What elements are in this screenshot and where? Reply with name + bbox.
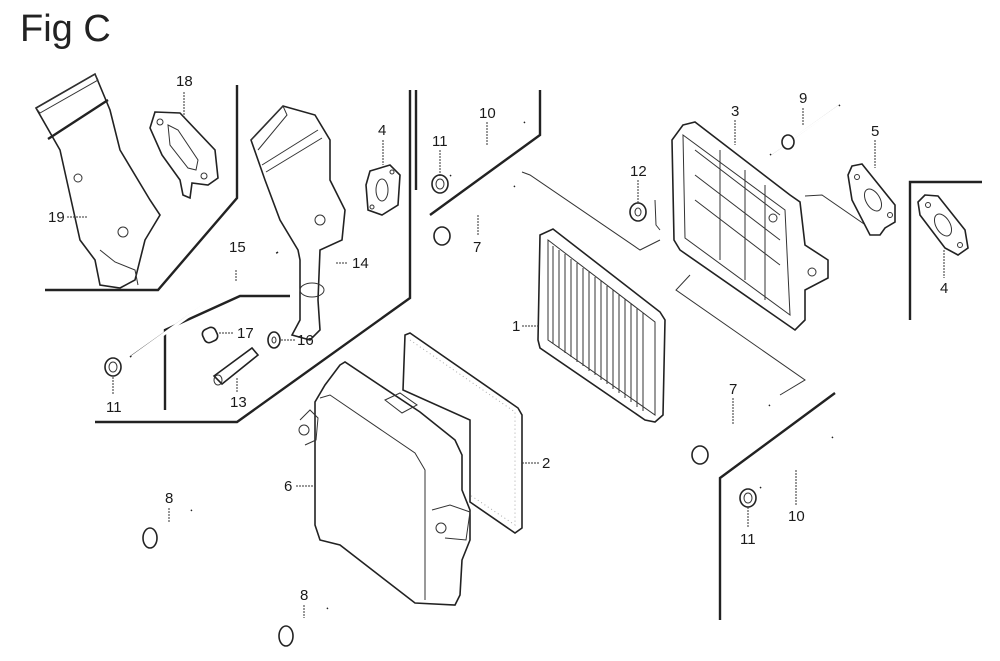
part-spacer-13[interactable] xyxy=(212,346,260,386)
part-gasket-5[interactable] xyxy=(847,163,896,236)
callout-15: 15 xyxy=(229,239,246,256)
callout-11-top: 11 xyxy=(432,133,448,150)
callout-7-bottom: 7 xyxy=(729,381,737,398)
callout-7-top: 7 xyxy=(473,239,481,256)
part-cover-6[interactable] xyxy=(298,361,471,606)
part-stud-10-bottom[interactable] xyxy=(759,436,834,489)
part-stud-15[interactable] xyxy=(129,251,279,359)
callout-8-bottom: 8 xyxy=(300,587,308,604)
callout-17: 17 xyxy=(237,325,254,342)
part-collar-17[interactable] xyxy=(201,326,220,345)
callout-8-left: 8 xyxy=(165,490,173,507)
part-intake-elbow-14[interactable] xyxy=(250,105,346,341)
part-gasket-4-center[interactable] xyxy=(365,164,401,216)
callout-5: 5 xyxy=(871,123,879,140)
callout-11-bottom: 11 xyxy=(740,531,756,548)
part-filter-element-1[interactable] xyxy=(537,228,666,423)
part-bolt-7-top[interactable] xyxy=(433,185,516,246)
callout-9: 9 xyxy=(799,90,807,107)
part-nut-11-top[interactable] xyxy=(431,174,449,194)
frame-line-bolts-diag xyxy=(429,90,542,216)
part-screw-8-bottom[interactable] xyxy=(278,607,329,647)
frame-line-case-bottom xyxy=(675,274,806,396)
part-nut-12[interactable] xyxy=(629,202,647,222)
callout-14: 14 xyxy=(352,255,369,272)
callout-19: 19 xyxy=(48,209,65,226)
part-nut-11-left[interactable] xyxy=(104,357,122,377)
callout-16: 16 xyxy=(297,332,314,349)
frame-line-case-right xyxy=(804,194,881,236)
callout-4-right: 4 xyxy=(940,280,948,297)
filter-pleats xyxy=(552,246,644,411)
callout-3: 3 xyxy=(731,103,739,120)
callout-4-center: 4 xyxy=(378,122,386,139)
callout-2: 2 xyxy=(542,455,550,472)
part-prefilter-2[interactable] xyxy=(402,332,523,534)
frame-lines xyxy=(45,85,982,620)
part-gasket-4-right[interactable] xyxy=(917,194,969,256)
part-washer-16[interactable] xyxy=(267,331,281,349)
callout-10-top: 10 xyxy=(479,105,496,122)
callout-6: 6 xyxy=(284,478,292,495)
callout-18: 18 xyxy=(176,73,193,90)
frame-line-nut-bracket xyxy=(654,199,661,231)
part-screw-8-left[interactable] xyxy=(142,509,193,549)
frame-line-intake-left xyxy=(45,85,239,292)
part-stud-10-top[interactable] xyxy=(449,121,526,177)
frame-line-studs xyxy=(163,294,290,410)
part-nut-11-bottom[interactable] xyxy=(739,488,757,508)
part-bolt-9[interactable] xyxy=(769,104,841,156)
callout-11-left: 11 xyxy=(106,399,122,416)
part-gasket-18[interactable] xyxy=(149,111,219,200)
callouts: 19 18 15 11 17 16 13 14 4 11 10 7 12 3 9… xyxy=(48,73,948,604)
part-air-cleaner-case-3[interactable] xyxy=(671,121,829,332)
part-intake-elbow-19[interactable] xyxy=(34,72,161,289)
frame-line-right xyxy=(908,180,982,320)
frame-line-case-to-filter xyxy=(521,171,661,251)
leader-lines xyxy=(67,92,945,618)
callout-10-bottom: 10 xyxy=(788,508,805,525)
frame-line-intake-mid xyxy=(95,90,412,424)
callout-12: 12 xyxy=(630,163,647,180)
part-bolt-7-bottom[interactable] xyxy=(691,404,771,465)
figure-title: Fig C xyxy=(20,8,111,50)
frame-line-bottom-right xyxy=(718,392,836,620)
callout-13: 13 xyxy=(230,394,247,411)
callout-1: 1 xyxy=(512,318,520,335)
